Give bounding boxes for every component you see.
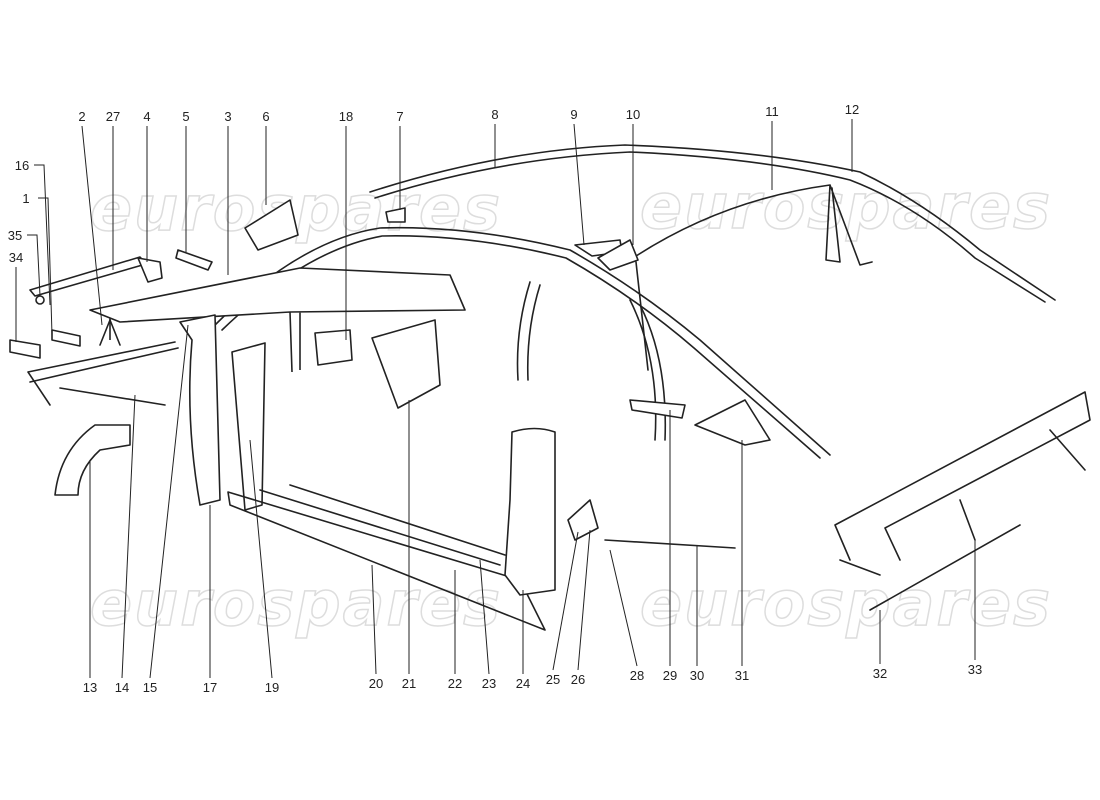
callout-21: 21 xyxy=(402,676,416,691)
callout-26: 26 xyxy=(571,672,585,687)
callout-6: 6 xyxy=(262,109,269,124)
callout-35: 35 xyxy=(8,228,22,243)
part-8-roof-rail xyxy=(369,144,1056,303)
part-20-sill xyxy=(227,484,546,631)
callout-14: 14 xyxy=(115,680,129,695)
part-10-bracket xyxy=(597,239,639,271)
callout-19: 19 xyxy=(265,680,279,695)
leader-line-20 xyxy=(371,564,377,675)
callout-18: 18 xyxy=(339,109,353,124)
callout-30: 30 xyxy=(690,668,704,683)
leader-line-1 xyxy=(38,197,53,336)
callout-10: 10 xyxy=(626,107,640,122)
callout-1: 1 xyxy=(22,191,29,206)
part-11-rear-arch xyxy=(629,184,873,371)
leader-line-25 xyxy=(552,531,579,671)
callout-17: 17 xyxy=(203,680,217,695)
part-7-bracket xyxy=(385,207,406,223)
watermark-logo: eurospares xyxy=(640,170,1052,243)
part-13-arch-trim xyxy=(54,424,131,496)
part-29-bracket xyxy=(629,399,686,419)
part-24-b-pillar xyxy=(504,427,556,596)
part-5-bracket xyxy=(175,249,213,271)
callout-25: 25 xyxy=(546,672,560,687)
part-32-rear-frame xyxy=(834,391,1091,611)
callout-34: 34 xyxy=(9,250,23,265)
callout-32: 32 xyxy=(873,666,887,681)
watermark-logo: eurospares xyxy=(640,567,1052,640)
leader-line-35 xyxy=(27,234,41,297)
callout-2: 2 xyxy=(78,109,85,124)
callout-31: 31 xyxy=(735,668,749,683)
callout-33: 33 xyxy=(968,662,982,677)
callout-24: 24 xyxy=(516,676,530,691)
part-1-plate xyxy=(51,329,81,347)
callout-29: 29 xyxy=(663,668,677,683)
leader-line-14 xyxy=(121,394,136,679)
part-15-pillar xyxy=(179,314,221,506)
callout-8: 8 xyxy=(491,107,498,122)
leader-line-19 xyxy=(249,439,273,679)
callout-9: 9 xyxy=(570,107,577,122)
leader-line-28 xyxy=(609,549,638,667)
callout-7: 7 xyxy=(396,109,403,124)
leader-line-16 xyxy=(34,164,51,306)
leader-lines xyxy=(15,119,976,679)
leader-line-15 xyxy=(149,324,189,679)
callout-4: 4 xyxy=(143,109,150,124)
callout-28: 28 xyxy=(630,668,644,683)
watermark-logo: eurospares xyxy=(90,567,502,640)
callout-22: 22 xyxy=(448,676,462,691)
part-34-plate xyxy=(9,339,41,359)
part-21-panel xyxy=(371,319,441,409)
part-3-front-frame xyxy=(89,267,466,373)
part-18-plate xyxy=(314,329,353,366)
part-main-arch xyxy=(214,226,831,459)
part-35-nut xyxy=(35,295,45,305)
leader-line-23 xyxy=(479,559,490,675)
callout-5: 5 xyxy=(182,109,189,124)
leader-line-9 xyxy=(573,123,585,246)
part-6-plate xyxy=(244,199,299,251)
callout-12: 12 xyxy=(845,102,859,117)
callout-16: 16 xyxy=(15,158,29,173)
callout-13: 13 xyxy=(83,680,97,695)
part-31-bracket xyxy=(694,399,771,446)
parts-layer xyxy=(9,144,1091,631)
callout-15: 15 xyxy=(143,680,157,695)
callout-20: 20 xyxy=(369,676,383,691)
callout-3: 3 xyxy=(224,109,231,124)
leader-line-26 xyxy=(577,529,591,671)
callout-23: 23 xyxy=(482,676,496,691)
part-4-bracket xyxy=(137,257,163,283)
part-25-latch xyxy=(567,499,599,541)
callout-11: 11 xyxy=(765,104,779,119)
part-27-bar xyxy=(29,256,147,297)
part-19-pillar xyxy=(231,342,266,511)
callout-27: 27 xyxy=(106,109,120,124)
part-14-crossmember xyxy=(27,319,179,406)
leader-line-2 xyxy=(81,125,103,326)
